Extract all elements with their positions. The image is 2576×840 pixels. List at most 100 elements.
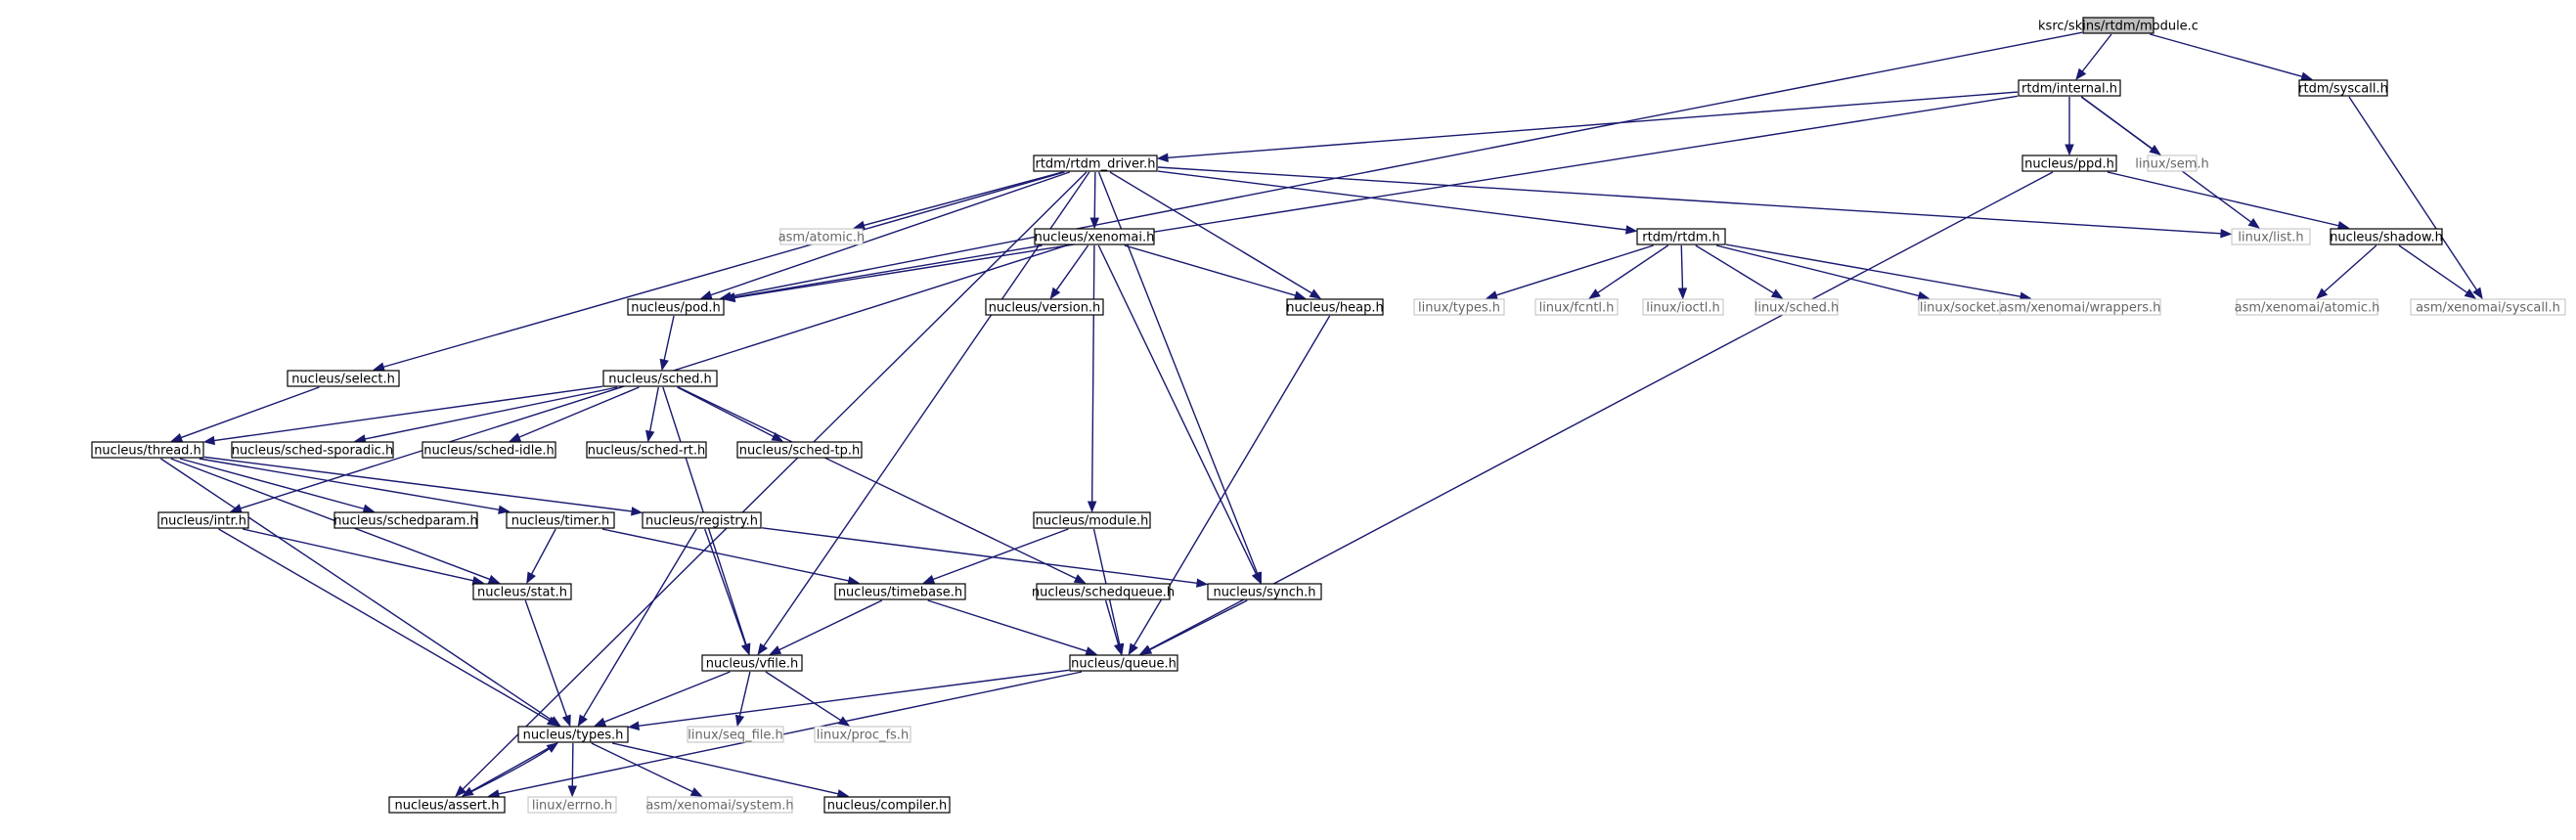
node-label: linux/ioctl.h xyxy=(1646,301,1720,316)
node-box xyxy=(527,796,617,814)
edge-line xyxy=(601,528,850,582)
node-shadow[interactable]: nucleus/shadow.h xyxy=(2330,228,2443,245)
node-rtdm-driver[interactable]: rtdm/rtdm_driver.h xyxy=(1033,155,1158,172)
node-label: asm/xenomai/atomic.h xyxy=(2235,301,2380,316)
node-box xyxy=(2147,155,2198,172)
node-label: nucleus/sched-rt.h xyxy=(588,444,706,459)
node-box xyxy=(1034,228,1155,245)
node-box xyxy=(333,511,478,529)
node-root[interactable]: ksrc/skins/rtdm/module.c xyxy=(2038,17,2198,34)
node-sched-rt[interactable]: nucleus/sched-rt.h xyxy=(586,441,707,459)
edge-line xyxy=(677,386,775,438)
node-linux-sem: linux/sem.h xyxy=(2135,155,2209,172)
node-sched[interactable]: nucleus/sched.h xyxy=(602,370,718,387)
node-label: rtdm/rtdm_driver.h xyxy=(1035,157,1155,172)
arrowhead xyxy=(1128,642,1138,656)
node-sched-idle[interactable]: nucleus/sched-idle.h xyxy=(422,441,556,459)
edge-line xyxy=(1148,171,2054,650)
edge-line xyxy=(1097,171,1259,574)
node-box xyxy=(642,511,762,529)
arrowhead xyxy=(2464,288,2477,299)
edge-line xyxy=(648,386,659,432)
node-thread[interactable]: nucleus/thread.h xyxy=(91,441,204,459)
edge-rtdm_h-to-linux_sched xyxy=(1695,244,1784,299)
edge-line xyxy=(2081,33,2112,72)
node-vfile[interactable]: nucleus/vfile.h xyxy=(701,654,803,672)
node-label: nucleus/timebase.h xyxy=(838,586,962,600)
edge-line xyxy=(1695,244,1775,294)
node-label: linux/seq_file.h xyxy=(688,729,782,743)
edge-xenomai-to-version xyxy=(1049,244,1089,300)
edge-line xyxy=(611,742,839,795)
node-label: linux/proc_fs.h xyxy=(817,729,909,743)
node-label: asm/atomic.h xyxy=(778,231,866,245)
node-intr[interactable]: nucleus/intr.h xyxy=(157,511,249,529)
node-select[interactable]: nucleus/select.h xyxy=(287,370,400,387)
node-types[interactable]: nucleus/types.h xyxy=(517,726,629,743)
node-version[interactable]: nucleus/version.h xyxy=(985,298,1104,316)
node-pod[interactable]: nucleus/pod.h xyxy=(627,298,725,316)
node-box xyxy=(2231,228,2311,245)
arrowhead xyxy=(630,507,644,516)
edge-line xyxy=(582,528,697,718)
arrowhead xyxy=(526,571,536,585)
node-syscall[interactable]: rtdm/syscall.h xyxy=(2298,79,2388,97)
node-queue[interactable]: nucleus/queue.h xyxy=(1069,654,1178,672)
node-box xyxy=(779,228,864,245)
node-box xyxy=(287,370,400,387)
edge-sched-to-sched_tp xyxy=(677,386,784,442)
node-label: linux/socket.h xyxy=(1920,301,2008,316)
node-timer[interactable]: nucleus/timer.h xyxy=(506,511,615,529)
edge-thread-to-registry xyxy=(203,456,644,516)
edge-layer xyxy=(160,31,2483,799)
node-xenomai[interactable]: nucleus/xenomai.h xyxy=(1034,228,1155,245)
edge-sched-to-sched_sporadic xyxy=(354,386,618,444)
edge-rtdm_driver-to-assert xyxy=(455,171,1088,797)
arrowhead xyxy=(659,358,669,372)
node-asm-xatomic: asm/xenomai/atomic.h xyxy=(2235,298,2380,316)
edge-ppd-to-shadow xyxy=(2107,171,2350,231)
node-sched-sporadic[interactable]: nucleus/sched-sporadic.h xyxy=(231,441,394,459)
node-box xyxy=(834,583,966,600)
arrowhead xyxy=(567,785,578,798)
edge-sched-to-sched_idle xyxy=(509,386,640,442)
edge-root-to-pod xyxy=(719,31,2083,301)
node-timebase[interactable]: nucleus/timebase.h xyxy=(834,583,966,600)
node-schedqueue[interactable]: nucleus/schedqueue.h xyxy=(1032,583,1175,600)
edge-line xyxy=(179,458,365,510)
edge-intr-to-stat xyxy=(243,528,485,586)
node-module[interactable]: nucleus/module.h xyxy=(1033,511,1151,529)
node-box xyxy=(2410,298,2566,316)
edge-line xyxy=(1097,244,1257,575)
node-registry[interactable]: nucleus/registry.h xyxy=(642,511,762,529)
edge-sched-to-schedqueue xyxy=(678,386,1087,584)
edge-line xyxy=(170,458,491,581)
node-label: linux/sem.h xyxy=(2135,157,2209,172)
node-box xyxy=(388,796,506,814)
node-label: nucleus/select.h xyxy=(291,373,395,387)
arrowhead xyxy=(1073,574,1087,584)
node-ppd[interactable]: nucleus/ppd.h xyxy=(2021,155,2117,172)
node-rtdm-h[interactable]: rtdm/rtdm.h xyxy=(1636,228,1726,245)
arrowhead xyxy=(699,290,713,300)
node-sched-tp[interactable]: nucleus/sched-tp.h xyxy=(736,441,863,459)
node-linux-socket: linux/socket.h xyxy=(1918,298,2010,316)
node-internal[interactable]: rtdm/internal.h xyxy=(2018,79,2121,97)
node-heap[interactable]: nucleus/heap.h xyxy=(1286,298,1384,316)
node-assert[interactable]: nucleus/assert.h xyxy=(388,796,506,814)
node-box xyxy=(687,726,784,743)
arrowhead xyxy=(1195,578,1209,588)
node-compiler[interactable]: nucleus/compiler.h xyxy=(823,796,951,814)
edge-rtdm_h-to-linux_ioctl xyxy=(1677,244,1688,300)
node-box xyxy=(506,511,615,529)
node-seq-file: linux/seq_file.h xyxy=(687,726,784,743)
edge-line xyxy=(1715,244,1920,297)
edge-syscall-to-asm_xsyscall xyxy=(2348,96,2483,300)
node-stat[interactable]: nucleus/stat.h xyxy=(472,583,572,600)
node-schedparam[interactable]: nucleus/schedparam.h xyxy=(333,511,478,529)
arrowhead xyxy=(2065,144,2074,156)
edge-internal-to-pod xyxy=(723,95,2019,303)
edge-line xyxy=(470,742,558,792)
node-synch[interactable]: nucleus/synch.h xyxy=(1207,583,1322,600)
edge-line xyxy=(2107,171,2339,227)
